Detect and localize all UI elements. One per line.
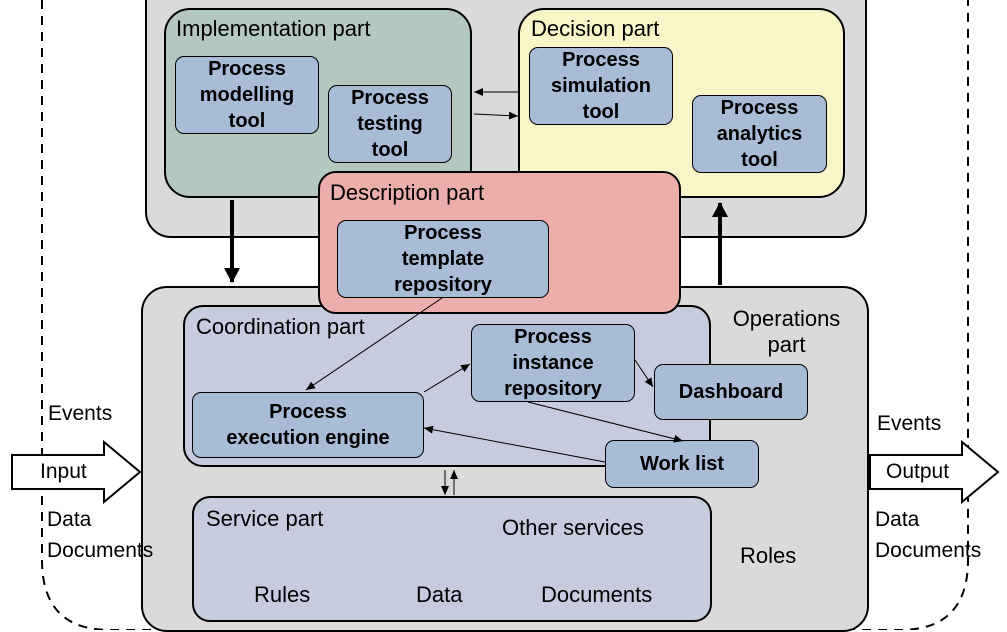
process-testing-tool[interactable]: Process testing tool: [328, 85, 452, 163]
dashboard[interactable]: Dashboard: [654, 364, 808, 420]
description-part-label: Description part: [330, 180, 485, 205]
left-events-label: Events: [48, 402, 113, 425]
right-data-label: Data: [875, 508, 920, 531]
process-simulation-tool[interactable]: Process simulation tool: [529, 47, 673, 125]
data-label: Data: [416, 582, 463, 607]
right-events-label: Events: [877, 412, 942, 435]
system-boundary: [41, 0, 969, 630]
right-documents-label: Documents: [875, 539, 982, 562]
left-documents-label: Documents: [47, 539, 154, 562]
left-data-label: Data: [47, 508, 92, 531]
process-template-repository[interactable]: Process template repository: [337, 220, 549, 298]
work-list[interactable]: Work list: [605, 440, 759, 488]
service-part-label: Service part: [206, 506, 324, 531]
service-part: [192, 496, 712, 622]
implementation-part-label: Implementation part: [176, 16, 371, 41]
coordination-part-label: Coordination part: [196, 314, 365, 339]
process-modelling-tool[interactable]: Process modelling tool: [175, 56, 319, 134]
decision-part-label: Decision part: [531, 16, 660, 41]
rules-label: Rules: [254, 582, 311, 607]
process-instance-repository[interactable]: Process instance repository: [471, 324, 635, 402]
process-execution-engine[interactable]: Process execution engine: [192, 392, 424, 458]
operations-part-label: Operations part: [732, 306, 841, 357]
roles-label: Roles: [740, 543, 797, 568]
output-label: Output: [886, 460, 950, 483]
other-services-label: Other services: [502, 515, 644, 540]
process-analytics-tool[interactable]: Process analytics tool: [692, 95, 827, 173]
input-label: Input: [40, 460, 87, 483]
documents-label: Documents: [541, 582, 653, 607]
